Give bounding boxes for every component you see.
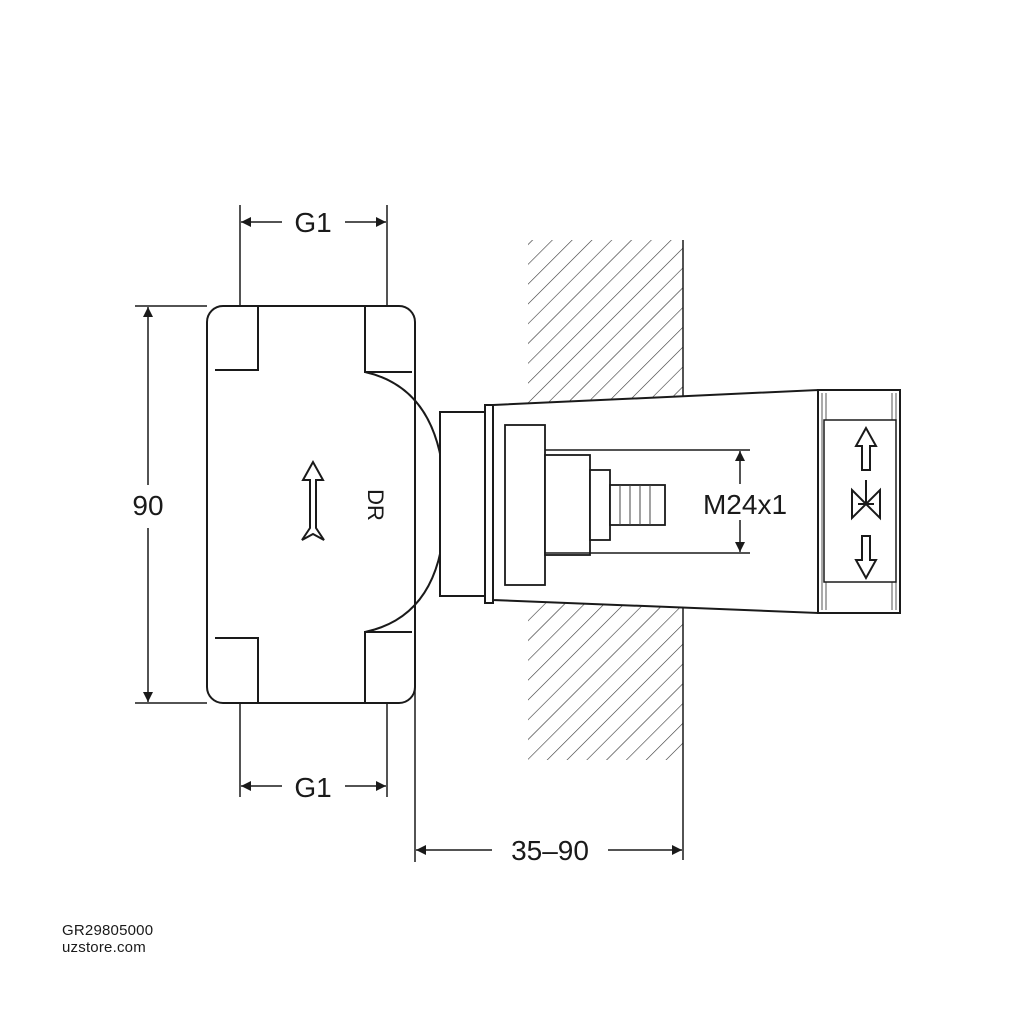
install-depth-label: 35–90 (511, 835, 589, 866)
dimension-lines (135, 205, 750, 862)
spindle-insert (504, 424, 666, 586)
store-name: uzstore.com (62, 939, 146, 956)
bottom-thread-label: G1 (294, 772, 331, 803)
spindle-thread-label: M24x1 (703, 489, 787, 520)
open-close-arrows-icon (851, 425, 881, 581)
flow-arrow-icon (301, 459, 325, 541)
height-label: 90 (132, 490, 163, 521)
top-thread-label: G1 (294, 207, 331, 238)
body-marking: DR (363, 489, 388, 521)
valve-body (206, 305, 494, 704)
product-code: GR29805000 (62, 922, 154, 939)
